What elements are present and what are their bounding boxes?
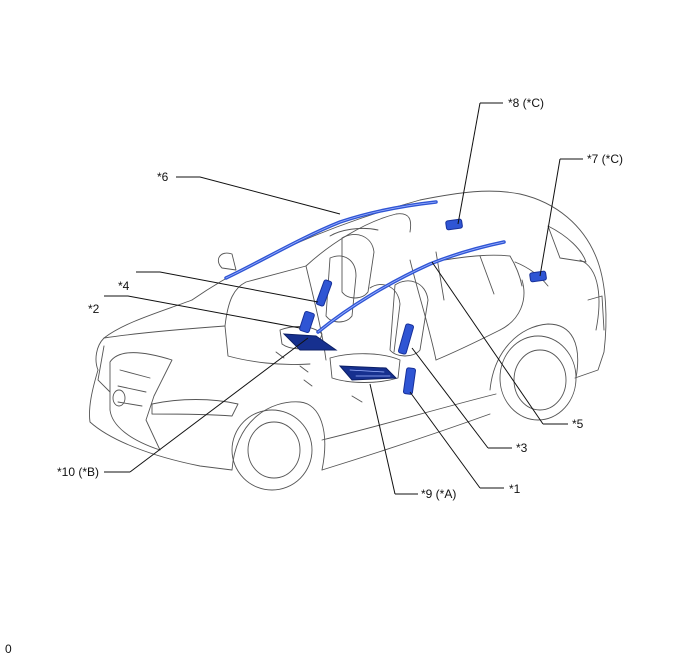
right-curtain-inflator bbox=[529, 270, 547, 283]
callout-labels: *8 (*C) *7 (*C) *6 *4 *2 *5 *3 *10 (*B) … bbox=[5, 96, 623, 656]
figure-code: 0 bbox=[5, 642, 12, 656]
left-curtain-airbag bbox=[224, 200, 438, 280]
leader-lines bbox=[104, 102, 583, 495]
callout-8: *8 (*C) bbox=[508, 96, 544, 110]
seat-belt-pretensioner bbox=[402, 367, 417, 395]
left-front-seat-airbag bbox=[315, 279, 333, 307]
right-curtain-airbag bbox=[316, 240, 506, 334]
callout-2: *2 bbox=[88, 302, 100, 316]
callout-3: *3 bbox=[516, 441, 528, 455]
callout-6: *6 bbox=[157, 170, 169, 184]
callout-4: *4 bbox=[118, 279, 130, 293]
front-seat-airbag-2 bbox=[299, 310, 315, 334]
callout-9: *9 (*A) bbox=[421, 487, 456, 501]
left-curtain-inflator bbox=[445, 218, 463, 231]
right-front-seat-airbag bbox=[397, 323, 415, 355]
srs-components bbox=[224, 200, 547, 395]
vehicle-outline bbox=[89, 190, 607, 491]
callout-1: *1 bbox=[509, 482, 521, 496]
driver-seat-sensor bbox=[282, 333, 338, 351]
callout-5: *5 bbox=[572, 417, 584, 431]
occupant-sensor-mat bbox=[338, 365, 398, 381]
callout-7: *7 (*C) bbox=[587, 152, 623, 166]
callout-10: *10 (*B) bbox=[57, 465, 99, 479]
